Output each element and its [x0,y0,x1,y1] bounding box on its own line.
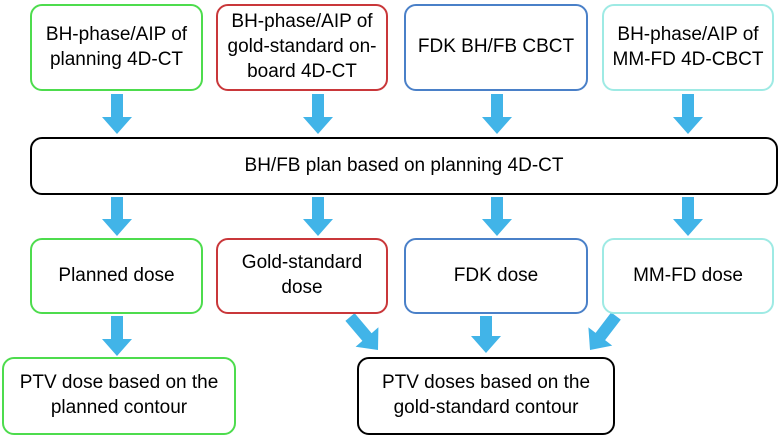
gold-standard-4dct-box: BH-phase/AIP of gold-standard on- board … [216,4,388,91]
plan-box: BH/FB plan based on planning 4D-CT [30,137,778,195]
planning-4dct-box: BH-phase/AIP of planning 4D-CT [30,4,203,91]
fdk-cbct-label: FDK BH/FB CBCT [417,36,575,58]
ptv-planned-contour-label: PTV dose based on the planned contour [19,372,219,418]
ptv-planned-contour-box: PTV dose based on the planned contour [2,357,236,435]
ptv-gold-standard-contour-label: PTV doses based on the gold-standard con… [381,372,591,418]
mmfd-4dcbct-box: BH-phase/AIP of MM-FD 4D-CBCT [602,4,774,91]
mmfd-4dcbct-label: BH-phase/AIP of MM-FD 4D-CBCT [612,23,764,70]
planned-dose-label: Planned dose [58,264,175,286]
planned-dose-box: Planned dose [30,238,203,314]
arrow-plan-to-gold-dose [303,197,333,236]
arrow-mmfd-dose-to-ptv-gold [588,312,621,350]
mmfd-dose-label: MM-FD dose [633,264,743,286]
arrow-planned-dose-to-ptv-planned [102,316,132,356]
ptv-gold-standard-contour-box: PTV doses based on the gold-standard con… [357,357,615,435]
fdk-cbct-box: FDK BH/FB CBCT [404,4,588,91]
arrow-plan-to-planned-dose [102,197,132,236]
arrow-planning-to-plan [102,94,132,134]
plan-label: BH/FB plan based on planning 4D-CT [244,154,564,176]
arrow-fdk-cbct-to-plan [482,94,512,134]
arrow-plan-to-fdk-dose [482,197,512,236]
gold-standard-4dct-label: BH-phase/AIP of gold-standard on- board … [227,11,377,82]
arrow-gold-dose-to-ptv-gold [345,313,379,350]
fdk-dose-box: FDK dose [404,238,588,314]
arrow-fdk-dose-to-ptv-gold [471,316,501,353]
arrow-mmfd-to-plan [673,94,703,134]
gold-standard-dose-box: Gold-standard dose [216,238,388,314]
fdk-dose-label: FDK dose [453,264,539,286]
arrow-plan-to-mmfd-dose [673,197,703,236]
planning-4dct-label: BH-phase/AIP of planning 4D-CT [45,23,188,70]
gold-standard-dose-label: Gold-standard dose [241,252,363,298]
arrow-gold-standard-to-plan [303,94,333,134]
mmfd-dose-box: MM-FD dose [602,238,774,314]
